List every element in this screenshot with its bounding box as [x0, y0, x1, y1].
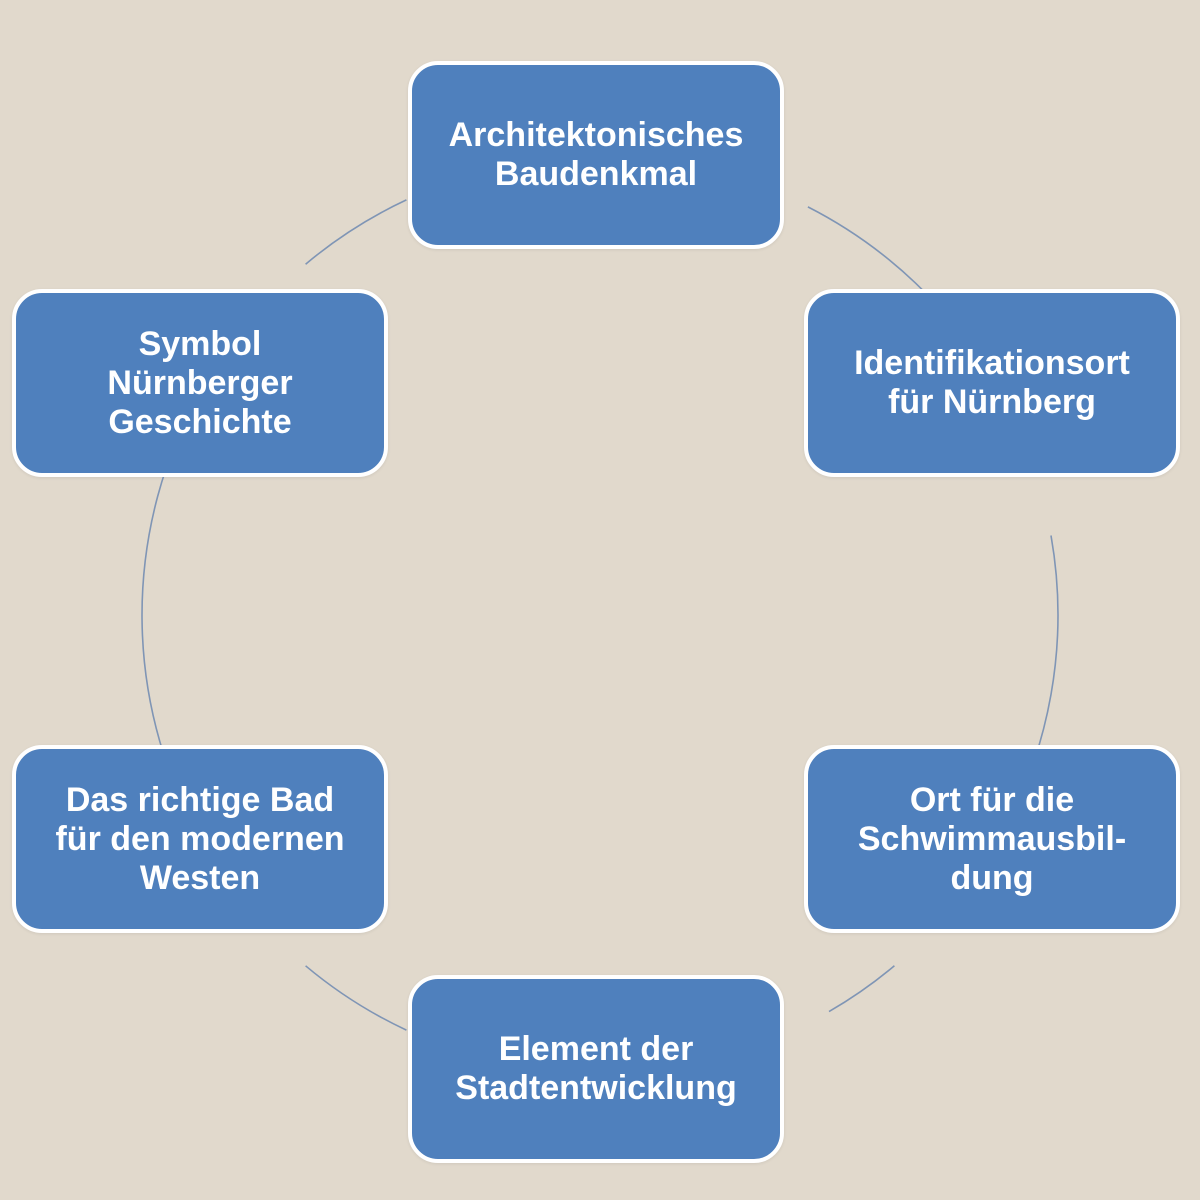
node-stadtentwicklung: Element der Stadtentwicklung: [408, 975, 784, 1163]
node-label: Symbol Nürnberger Geschichte: [107, 324, 293, 441]
node-architektonisches-baudenkmal: Architektonisches Baudenkmal: [408, 61, 784, 249]
node-symbol-geschichte: Symbol Nürnberger Geschichte: [12, 289, 388, 477]
node-label: Ort für die Schwimmausbil- dung: [857, 780, 1127, 897]
node-schwimmausbildung: Ort für die Schwimmausbil- dung: [804, 745, 1180, 933]
node-richtige-bad: Das richtige Bad für den modernen Westen: [12, 745, 388, 933]
node-label: Architektonisches Baudenkmal: [448, 116, 744, 193]
connector-arc-5-0: [305, 199, 407, 265]
connector-arc-2-3: [828, 965, 895, 1013]
node-label: Identifikationsort für Nürnberg: [854, 344, 1130, 421]
node-label: Das richtige Bad für den modernen Westen: [55, 780, 345, 897]
connector-arc-3-4: [305, 965, 407, 1031]
node-label: Element der Stadtentwicklung: [455, 1030, 737, 1107]
node-identifikationsort: Identifikationsort für Nürnberg: [804, 289, 1180, 477]
